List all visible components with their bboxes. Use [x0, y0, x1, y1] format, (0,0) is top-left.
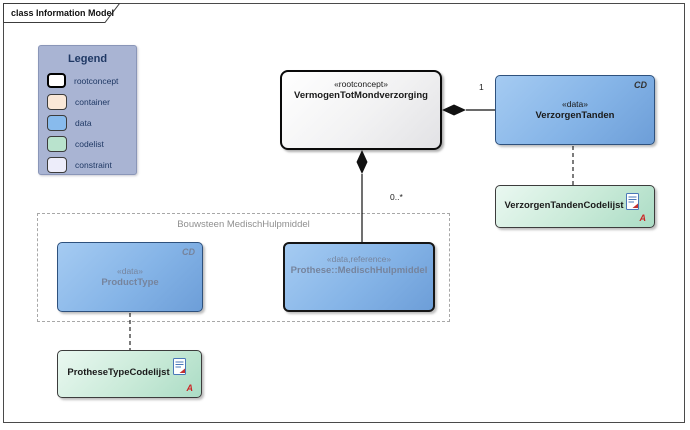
node-name: Prothese::MedischHulpmiddel — [290, 265, 428, 276]
node-prothese-medischhulpmiddel[interactable]: «data,reference» Prothese::MedischHulpmi… — [283, 242, 435, 312]
legend-item-label: data — [75, 117, 92, 128]
frame-tab — [3, 3, 121, 23]
bouwsteen-title: Bouwsteen MedischHulpmiddel — [177, 219, 310, 230]
codelist-document-icon — [626, 193, 639, 210]
node-stereotype: «rootconcept» — [334, 79, 388, 89]
legend-item-label: container — [75, 96, 110, 107]
codelist-document-icon — [173, 358, 186, 375]
frame-tab-label: class Information Model — [11, 8, 115, 18]
legend-item-constraint: constraint — [47, 154, 136, 175]
constraint-swatch — [47, 156, 67, 173]
legend-title: Legend — [67, 53, 108, 65]
container-swatch — [47, 93, 67, 110]
cd-badge: CD — [634, 80, 647, 90]
cd-badge: CD — [182, 247, 195, 257]
node-stereotype: «data» — [562, 98, 588, 109]
bouwsteen-medischhulpmiddel-container[interactable]: Bouwsteen MedischHulpmiddel — [37, 213, 450, 322]
multiplicity-label-0-many: 0..* — [390, 192, 403, 202]
legend-rows: rootconcept container data codelist cons… — [39, 70, 136, 175]
node-prothesetypecodelijst[interactable]: ProtheseTypeCodelijst A — [57, 350, 202, 398]
node-verzorgentanden[interactable]: CD «data» VerzorgenTanden — [495, 75, 655, 145]
node-stereotype: «data» — [117, 265, 143, 276]
node-name: ProtheseTypeCodelijst — [67, 367, 170, 378]
legend-item-codelist: codelist — [47, 133, 136, 154]
node-verzorgentandencodelijst[interactable]: VerzorgenTandenCodelijst A — [495, 185, 655, 228]
node-name: ProductType — [101, 276, 159, 288]
legend-item-label: constraint — [75, 159, 112, 170]
legend-item-data: data — [47, 112, 136, 133]
multiplicity-label-1: 1 — [479, 82, 484, 92]
node-stereotype: «data,reference» — [326, 254, 392, 264]
node-name: VermogenTotMondverzorging — [294, 90, 428, 101]
artifact-a-marker: A — [639, 213, 647, 223]
rootconcept-swatch — [47, 73, 66, 88]
legend-item-label: codelist — [75, 138, 104, 149]
codelist-swatch — [47, 135, 67, 152]
node-name: VerzorgenTandenCodelijst — [504, 199, 624, 211]
node-name: VerzorgenTanden — [535, 109, 615, 121]
diagram-frame — [3, 3, 685, 423]
legend-item-rootconcept: rootconcept — [47, 70, 136, 91]
legend-item-label: rootconcept — [74, 75, 119, 86]
artifact-a-marker: A — [186, 383, 194, 393]
data-swatch — [47, 114, 67, 131]
legend-panel: Legend rootconcept container data codeli… — [38, 45, 137, 175]
legend-item-container: container — [47, 91, 136, 112]
node-vermogentotmondverzorging[interactable]: «rootconcept» VermogenTotMondverzorging — [280, 70, 442, 150]
node-producttype[interactable]: CD «data» ProductType — [57, 242, 203, 312]
